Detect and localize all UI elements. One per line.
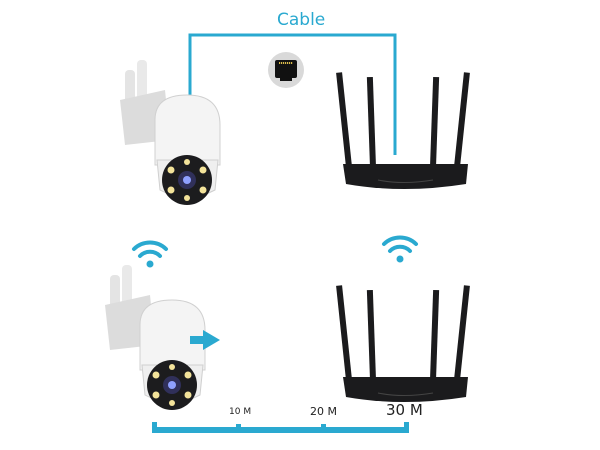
cable-line bbox=[188, 33, 397, 155]
wifi-icon bbox=[132, 240, 168, 270]
router-wired bbox=[335, 71, 471, 190]
camera-wired bbox=[119, 59, 221, 206]
cable-label: Cable bbox=[277, 10, 326, 30]
wifi-icon bbox=[382, 235, 418, 265]
arrow-right-icon bbox=[190, 330, 220, 350]
router-wireless bbox=[335, 284, 471, 403]
scale-tick-label: 10 M bbox=[229, 407, 252, 417]
scale-tick-label: 30 M bbox=[386, 401, 423, 419]
scale-tick-label: 20 M bbox=[310, 405, 337, 418]
ethernet-port-icon bbox=[268, 52, 304, 88]
distance-scale-bar bbox=[152, 422, 409, 433]
